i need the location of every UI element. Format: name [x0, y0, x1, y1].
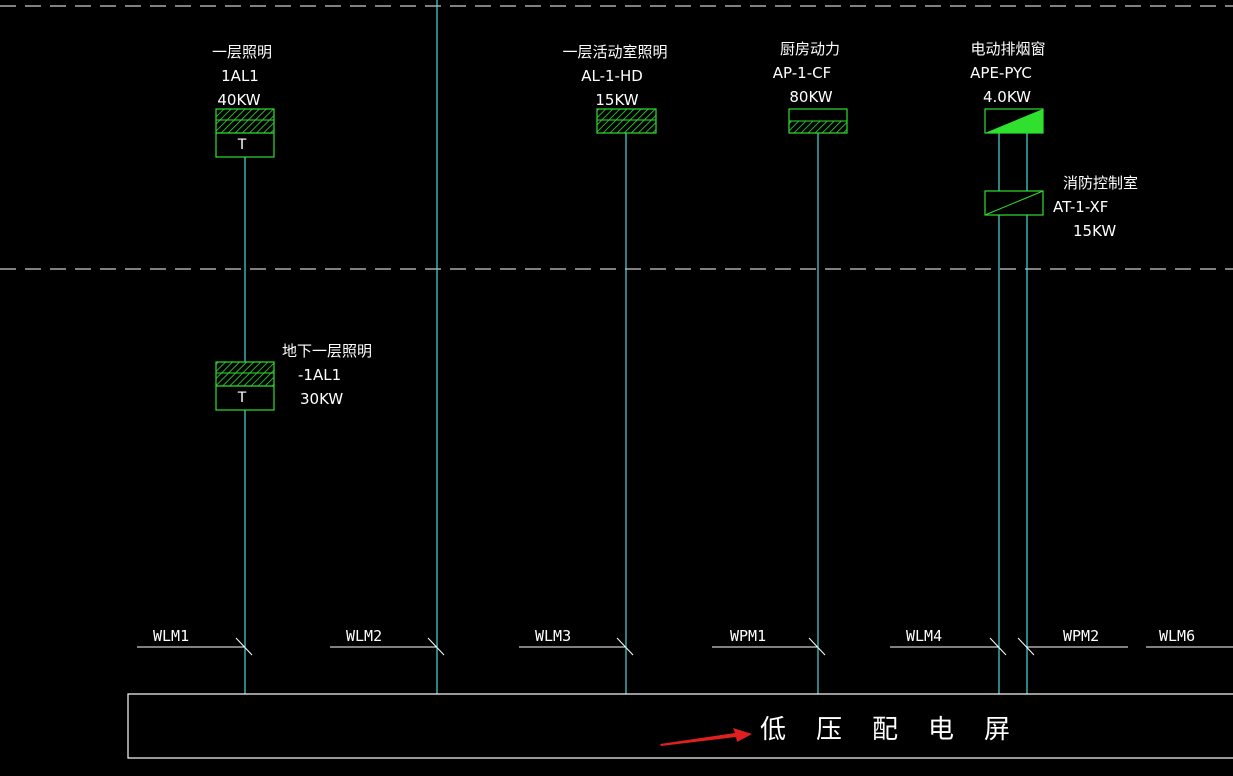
cable-tick-wlm4	[989, 637, 1007, 656]
cable-label-wlm4: WLM4	[906, 627, 943, 645]
load-code-ape-pyc: APE-PYC	[970, 64, 1032, 82]
cable-label-wlm3: WLM3	[535, 627, 572, 645]
cable-label-wlm2: WLM2	[346, 627, 383, 645]
transformer-symbol-1al1: T	[237, 137, 247, 153]
load-code-minus1al1: -1AL1	[298, 366, 342, 384]
cable-tick-wpm1	[808, 637, 826, 656]
load-name-minus1al1: 地下一层照明	[282, 342, 373, 360]
load-name-ap-1-cf: 厨房动力	[779, 40, 841, 58]
panel-box-1al1[interactable]	[215, 108, 275, 158]
panel-title: 低压配电屏	[760, 715, 1041, 745]
load-name-ape-pyc: 电动排烟窗	[970, 40, 1046, 58]
load-power-at-1-xf: 15KW	[1073, 222, 1117, 240]
load-power-ap-1-cf: 80KW	[789, 88, 833, 106]
load-code-ap-1-cf: AP-1-CF	[772, 64, 832, 82]
cable-tick-wlm2	[427, 637, 445, 656]
transformer-symbol-minus1al1: T	[237, 390, 247, 406]
cable-tick-wlm1	[235, 637, 253, 656]
load-code-at-1-xf: AT-1-XF	[1053, 198, 1109, 216]
load-name-1al1: 一层照明	[211, 43, 273, 61]
red-arrow-icon	[660, 728, 752, 746]
panel-box-ape-pyc[interactable]	[984, 108, 1044, 134]
cable-tick-wpm2	[1017, 637, 1035, 656]
load-code-al-1-hd: AL-1-HD	[581, 67, 643, 85]
load-power-ape-pyc: 4.0KW	[983, 88, 1031, 106]
cable-tick-wlm3	[616, 637, 634, 656]
load-code-1al1: 1AL1	[221, 67, 259, 85]
panel-box-minus1al1[interactable]	[215, 361, 275, 411]
cable-label-wpm1: WPM1	[730, 627, 767, 645]
cable-label-wlm6: WLM6	[1159, 627, 1196, 645]
load-name-at-1-xf: 消防控制室	[1063, 174, 1139, 192]
panel-box-al-1-hd[interactable]	[596, 108, 657, 134]
load-name-al-1-hd: 一层活动室照明	[562, 43, 668, 61]
panel-box-ap-1-cf[interactable]	[788, 108, 848, 134]
load-power-al-1-hd: 15KW	[595, 91, 639, 109]
panel-box-at-1-xf[interactable]	[984, 190, 1044, 216]
cable-label-wpm2: WPM2	[1063, 627, 1100, 645]
cable-label-wlm1: WLM1	[153, 627, 190, 645]
load-power-1al1: 40KW	[217, 91, 261, 109]
load-power-minus1al1: 30KW	[300, 390, 344, 408]
low-voltage-panel[interactable]	[127, 693, 1233, 759]
